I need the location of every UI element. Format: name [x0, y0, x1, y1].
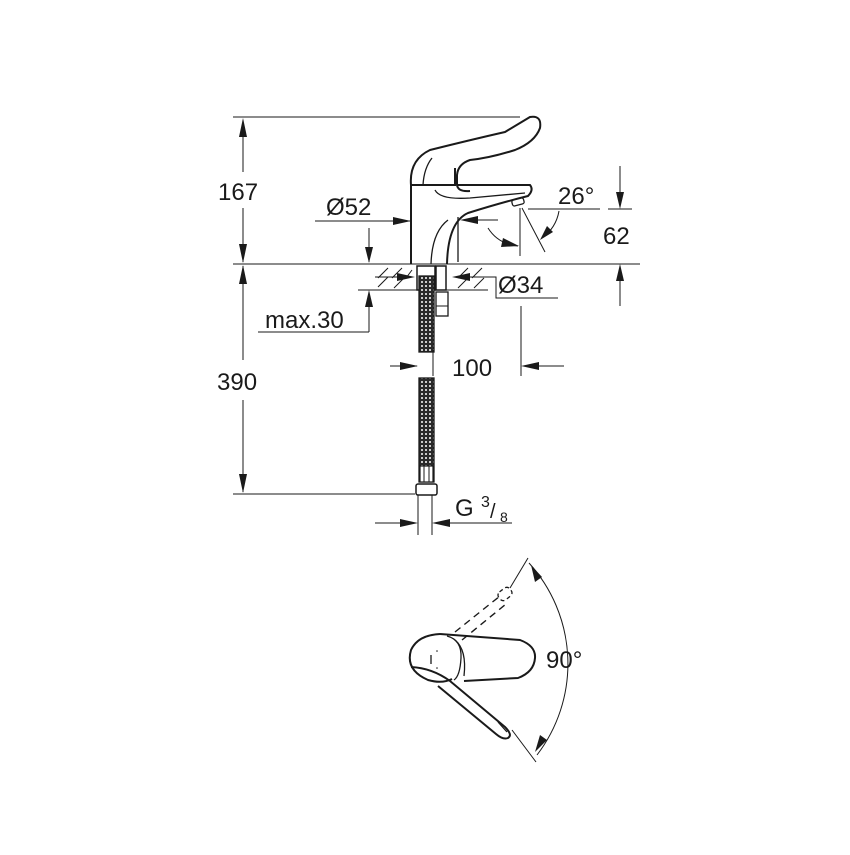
dimension-label-62: 62: [603, 223, 630, 250]
dimension-thread-g-3-8: G 3 / 8: [375, 494, 512, 527]
thread-label-denominator: 8: [500, 509, 508, 525]
dimension-label-390: 390: [217, 369, 257, 396]
faucet-body: [409, 115, 542, 265]
side-view: 167 390 Ø52: [217, 115, 640, 535]
dimension-390: 390: [217, 265, 257, 493]
dimension-label-angle-26: 26°: [558, 183, 594, 210]
dimension-label-100: 100: [452, 355, 492, 382]
dimension-label-diameter-34: Ø34: [498, 272, 543, 299]
dimension-label-max-30: max.30: [265, 307, 344, 334]
dimension-label-167: 167: [218, 179, 258, 206]
hose-ferrule: [419, 465, 434, 483]
dimension-100: 100: [390, 306, 564, 382]
dimension-62: 62: [603, 166, 632, 306]
dimension-label-diameter-52: Ø52: [326, 194, 371, 221]
thread-label-prefix: G: [455, 495, 474, 522]
dimension-167: 167: [218, 118, 258, 263]
dimension-diameter-52: Ø52: [315, 194, 411, 263]
dimension-angle-26: 26°: [487, 183, 600, 256]
deck-section: Ø34: [375, 267, 558, 299]
top-view: 90°: [408, 557, 582, 763]
dimension-label-angle-90: 90°: [546, 647, 582, 674]
hose-upper-segment: [418, 275, 435, 353]
dimension-max-30: max.30: [258, 289, 440, 334]
thread-label-slash: /: [490, 501, 496, 523]
hose-nut: [415, 483, 438, 496]
thread-label-numerator: 3: [481, 494, 490, 511]
